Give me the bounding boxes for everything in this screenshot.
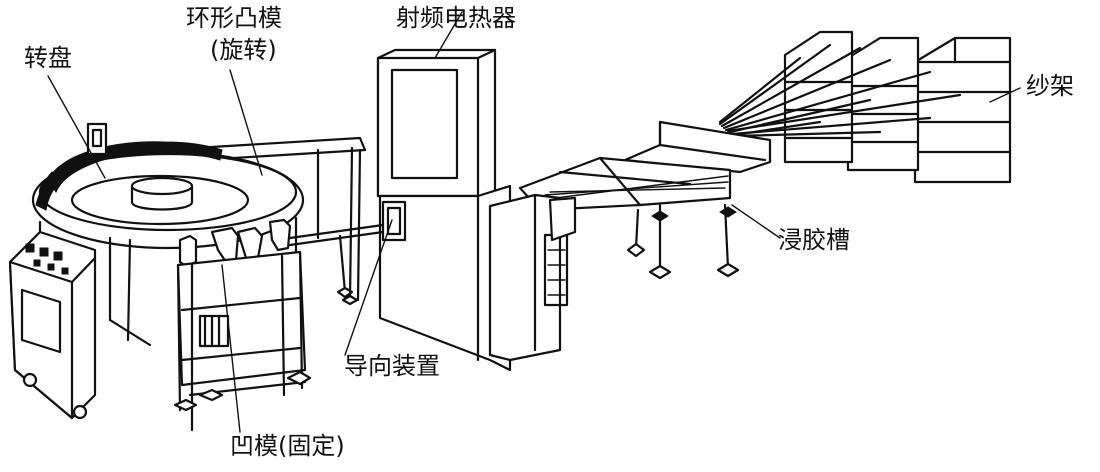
label-ring-punch-note: (旋转) [210, 36, 277, 64]
label-creel: 纱架 [1026, 72, 1074, 100]
label-rf-heater: 射频电热器 [396, 4, 516, 32]
label-resin-tank: 浸胶槽 [778, 226, 850, 254]
label-turntable: 转盘 [24, 44, 72, 72]
label-ring-punch: 环形凸模 [186, 4, 282, 32]
turntable-machine [10, 124, 310, 430]
rf-heater [378, 50, 575, 370]
label-die: 凹模(固定) [230, 432, 345, 460]
label-guide-device: 导向装置 [344, 352, 440, 380]
